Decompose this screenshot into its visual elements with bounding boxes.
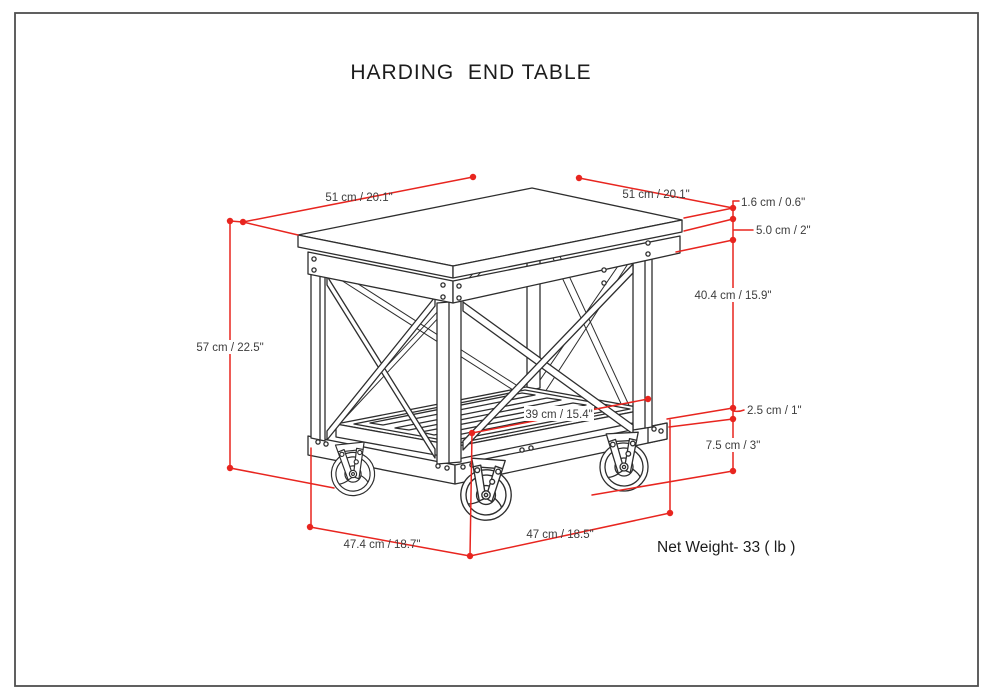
- dim-extension: [242, 221, 299, 236]
- dim-extension: [683, 207, 734, 219]
- label-shelf-thickness: 2.5 cm / 1": [747, 405, 802, 417]
- dim-extension: [229, 467, 335, 489]
- dim-extension: [666, 407, 734, 420]
- label-base-depth: 47.4 cm / 18.7": [344, 539, 421, 551]
- label-caster-height: 7.5 cm / 3": [706, 440, 761, 452]
- apron-right: [452, 235, 681, 304]
- dim-extension: [668, 418, 734, 428]
- page-title: HARDING END TABLE: [350, 61, 591, 84]
- dimension-lines: [229, 176, 754, 557]
- x-brace-board: [326, 296, 436, 441]
- front-x-braces: [326, 263, 634, 459]
- label-masks: [196, 288, 768, 452]
- dim-extension: [469, 432, 473, 557]
- page-border: [14, 12, 979, 687]
- apron-rivets: [311, 240, 651, 301]
- dim-leader-shelf-thickness: [732, 409, 745, 413]
- top-edge-right: [452, 219, 683, 279]
- net-weight-text: Net Weight- 33 ( lb ): [657, 539, 795, 556]
- label-top-depth: 51 cm / 20.1": [622, 189, 689, 201]
- x-brace-board: [462, 263, 634, 451]
- label-top-width: 51 cm / 20.1": [325, 192, 392, 204]
- label-apron-height: 5.0 cm / 2": [756, 225, 811, 237]
- dim-line-top-depth: [578, 177, 734, 209]
- dim-extension: [591, 470, 734, 496]
- right-leg: [632, 254, 653, 431]
- label-leg-clearance: 40.4 cm / 15.9": [695, 290, 772, 302]
- table-drawing: [297, 187, 683, 523]
- left-leg: [310, 273, 326, 442]
- label-shelf-width: 39 cm / 15.4": [525, 409, 592, 421]
- dimension-labels: 51 cm / 20.1" 51 cm / 20.1" 1.6 cm / 0.6…: [196, 189, 810, 551]
- label-overall-height: 57 cm / 22.5": [196, 342, 263, 354]
- dim-line-base-width: [469, 512, 671, 557]
- label-top-thickness: 1.6 cm / 0.6": [741, 197, 805, 209]
- legs: [310, 254, 653, 465]
- label-base-width: 47 cm / 18.5": [526, 529, 593, 541]
- dimension-dots: [226, 173, 737, 560]
- dim-extension: [683, 218, 734, 232]
- dim-extension: [675, 239, 734, 253]
- dim-line-top-width: [242, 176, 474, 223]
- dim-line-base-depth: [309, 526, 471, 557]
- table-top: [297, 187, 683, 304]
